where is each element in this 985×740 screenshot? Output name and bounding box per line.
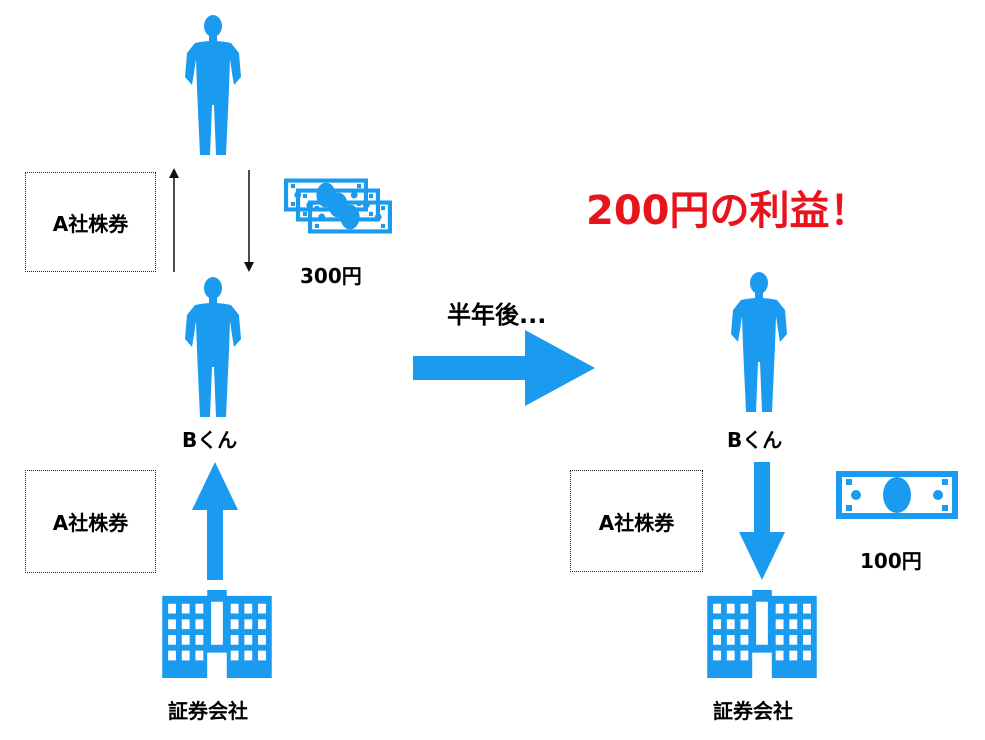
stock-certificate-label: A社株券	[52, 511, 129, 535]
arrow-down-thin-icon	[244, 170, 254, 272]
stock-certificate-label: A社株券	[52, 211, 129, 236]
building-icon	[162, 590, 272, 678]
stock-certificate-box-right: A社株券	[570, 470, 703, 572]
profit-text: 200円の利益！	[586, 188, 870, 234]
person-icon-top	[180, 15, 246, 155]
person-icon-b-right	[726, 272, 792, 412]
person-name-label: Bくん	[182, 428, 238, 452]
money-amount-label: 300円	[300, 264, 362, 288]
arrow-up-thin-icon	[169, 168, 179, 272]
money-stack-icon	[284, 178, 392, 234]
stock-certificate-box-bottom: A社株券	[25, 470, 156, 573]
stock-certificate-label: A社株券	[598, 510, 675, 535]
banknote-icon	[836, 471, 958, 519]
arrow-right-thick-icon	[413, 330, 595, 406]
company-label: 証券会社	[713, 699, 793, 723]
transition-label: 半年後...	[447, 301, 547, 329]
person-name-label: Bくん	[727, 428, 783, 452]
arrow-down-thick-icon	[739, 462, 785, 580]
arrow-up-thick-icon	[192, 462, 238, 580]
building-icon	[707, 590, 817, 678]
money-amount-label: 100円	[860, 549, 922, 573]
person-icon-b	[180, 277, 246, 417]
stock-certificate-box-top: A社株券	[25, 172, 156, 272]
company-label: 証券会社	[168, 699, 248, 723]
